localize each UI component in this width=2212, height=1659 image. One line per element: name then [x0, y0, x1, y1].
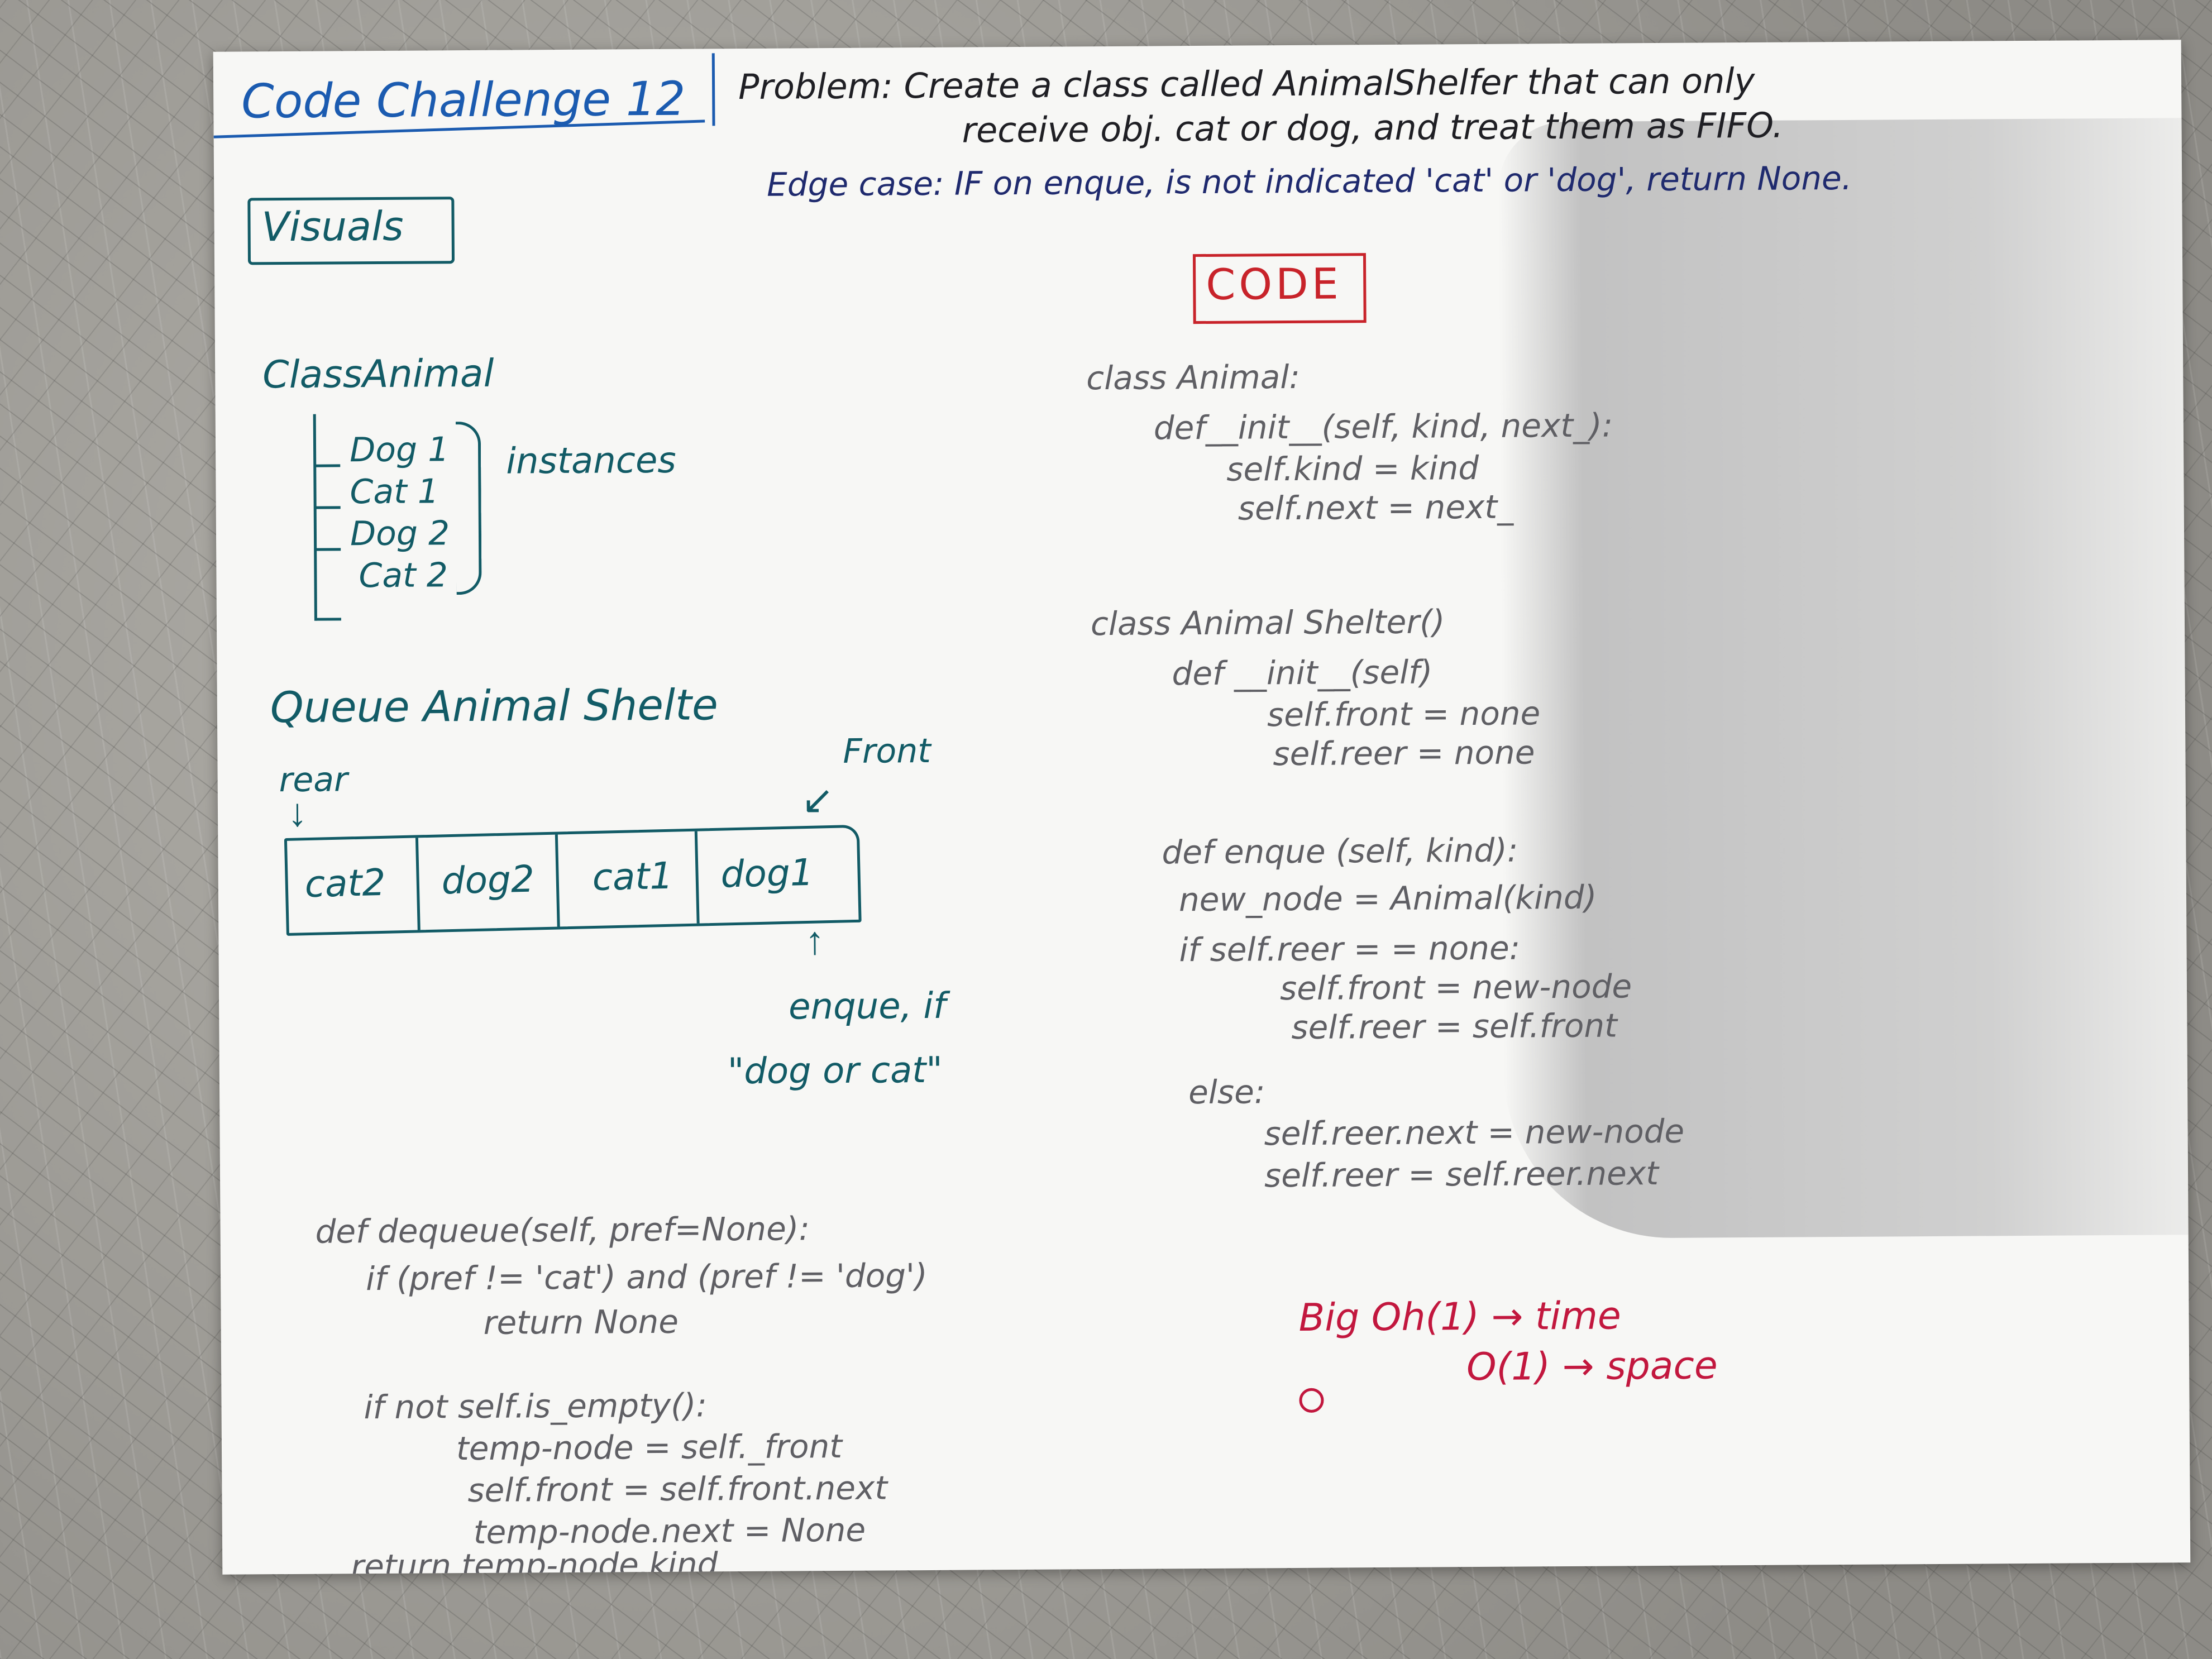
- code-line: def enque (self, kind):: [1162, 831, 1518, 872]
- dequeue-line: return None: [483, 1302, 679, 1342]
- photo-shadow: [1498, 118, 2191, 1239]
- title-divider: [711, 53, 715, 126]
- dequeue-line: def dequeue(self, pref=None):: [315, 1209, 810, 1251]
- code-line: class Animal:: [1086, 357, 1301, 398]
- code-line: new_node = Animal(kind): [1178, 878, 1597, 919]
- enque-note-line-1: enque, if: [788, 985, 946, 1028]
- code-line: self.front = none: [1267, 694, 1541, 734]
- paper-sheet: Code Challenge 12 Problem: Create a clas…: [213, 40, 2191, 1575]
- queue-divider: [694, 831, 700, 924]
- big-oh-space: O(1) → space: [1466, 1344, 1718, 1390]
- front-label: Front: [843, 731, 931, 771]
- dequeue-line: temp-node = self._front: [456, 1427, 843, 1468]
- instance-item: Dog 1: [349, 430, 450, 470]
- queue-cell: cat1: [591, 854, 674, 900]
- queue-cell: dog2: [441, 857, 535, 903]
- queue-cell: cat2: [304, 860, 386, 906]
- class-animal-title: ClassAnimal: [262, 351, 494, 398]
- code-line: self.reer = none: [1273, 733, 1535, 773]
- big-oh-time: Big Oh(1) → time: [1298, 1294, 1621, 1340]
- enque-note-line-2: "dog or cat": [727, 1049, 943, 1093]
- problem-line-2: receive obj. cat or dog, and treat them …: [962, 104, 1784, 151]
- dequeue-line: return temp-node.kind: [351, 1545, 718, 1575]
- tree-tick: [316, 618, 341, 621]
- page-title: Code Challenge 12: [241, 71, 686, 129]
- instance-item: Cat 2: [359, 556, 448, 596]
- edge-case-note: Edge case: IF on enque, is not indicated…: [766, 159, 1852, 204]
- dequeue-line: if not self.is_empty():: [364, 1386, 708, 1427]
- code-line: def__init__(self, kind, next_):: [1153, 406, 1613, 447]
- rear-arrow-icon: ↓: [287, 791, 308, 835]
- queue-title: Queue Animal Shelte: [270, 680, 718, 733]
- dequeue-line: self.front = self.front.next: [467, 1469, 888, 1510]
- code-line: self.kind = kind: [1226, 448, 1479, 489]
- front-arrow-icon: ↙: [801, 779, 834, 823]
- instances-label: instances: [505, 439, 676, 482]
- queue-divider: [415, 838, 421, 930]
- tree-tick: [316, 548, 341, 551]
- visuals-heading: Visuals: [261, 202, 404, 251]
- problem-line-1: Problem: Create a class called AnimalShe…: [738, 60, 1755, 108]
- queue-box: cat2 dog2 cat1 dog1: [284, 824, 862, 936]
- enque-arrow-icon: ↑: [805, 920, 825, 963]
- tree-tick: [315, 506, 341, 509]
- code-line: self.reer = self.reer.next: [1264, 1154, 1659, 1195]
- tree-line: [313, 414, 317, 621]
- code-line: if self.reer = = none:: [1179, 929, 1521, 969]
- code-line: self.front = new-node: [1279, 967, 1632, 1008]
- code-line: def __init__(self): [1172, 653, 1433, 693]
- dequeue-line: if (pref != 'cat') and (pref != 'dog'): [365, 1256, 928, 1298]
- instance-item: Cat 1: [350, 472, 439, 512]
- instance-item: Dog 2: [350, 514, 450, 554]
- queue-cell: dog1: [720, 850, 814, 896]
- code-heading: CODE: [1206, 259, 1342, 309]
- code-line: else:: [1188, 1073, 1265, 1112]
- ink-dot: [1299, 1388, 1324, 1413]
- code-line: self.reer.next = new-node: [1264, 1112, 1685, 1153]
- instances-brace: [455, 421, 482, 595]
- tree-tick: [315, 464, 341, 467]
- code-line: class Animal Shelter(): [1090, 603, 1445, 643]
- code-line: self.next = next_: [1238, 487, 1514, 528]
- queue-divider: [555, 834, 560, 927]
- code-line: self.reer = self.front: [1291, 1006, 1618, 1047]
